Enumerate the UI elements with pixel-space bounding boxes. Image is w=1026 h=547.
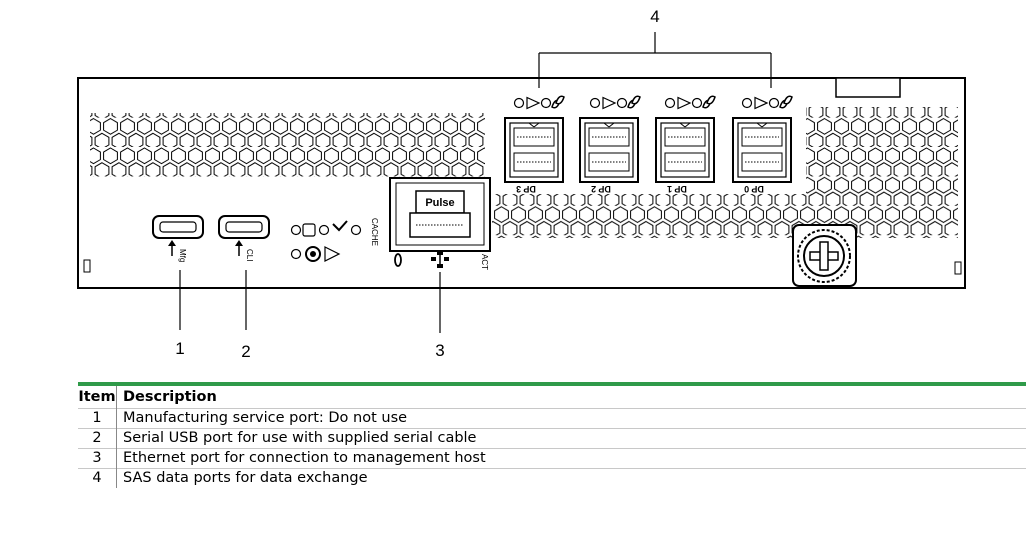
callout-2: 2 xyxy=(241,342,250,361)
cli-usb-port[interactable] xyxy=(218,215,270,239)
pulse-label: Pulse xyxy=(425,197,454,209)
row-item: 2 xyxy=(78,428,117,449)
row-description: Manufacturing service port: Do not use xyxy=(123,410,408,426)
sas-label-dp3: DP 3 xyxy=(516,184,536,194)
row-description: Ethernet port for connection to manageme… xyxy=(123,450,486,466)
table-row: 3 Ethernet port for connection to manage… xyxy=(78,448,1026,469)
vent-left xyxy=(90,113,485,177)
link-icon xyxy=(394,253,402,267)
callout-3: 3 xyxy=(435,341,444,360)
sas-label-dp1: DP 1 xyxy=(667,184,687,194)
act-label: ACT xyxy=(480,254,489,270)
table-header-row: Item Description xyxy=(78,386,1026,409)
sas-port-dp0[interactable] xyxy=(732,117,792,183)
status-leds xyxy=(290,220,362,262)
cache-label: CACHE xyxy=(370,218,379,246)
sas-port-dp1[interactable] xyxy=(655,117,715,183)
cli-label: CLI xyxy=(245,249,254,261)
controller-diagram: Mfg CLI CACHE Pulse ACT xyxy=(77,7,966,361)
sas-label-dp2: DP 2 xyxy=(591,184,611,194)
row-item: 1 xyxy=(78,408,117,429)
sas-port-dp2[interactable] xyxy=(579,117,639,183)
callout-4: 4 xyxy=(650,7,659,26)
thumbscrew xyxy=(792,224,857,287)
row-description: SAS data ports for data exchange xyxy=(123,470,368,486)
table-row: 1 Manufacturing service port: Do not use xyxy=(78,408,1026,429)
callout-1: 1 xyxy=(175,339,184,358)
usb-icon xyxy=(235,240,243,256)
header-description: Description xyxy=(123,388,217,405)
row-item: 4 xyxy=(78,468,117,488)
network-icon xyxy=(431,250,449,268)
header-item: Item xyxy=(78,386,117,409)
table-row: 2 Serial USB port for use with supplied … xyxy=(78,428,1026,449)
table-row: 4 SAS data ports for data exchange xyxy=(78,468,1026,488)
row-description: Serial USB port for use with supplied se… xyxy=(123,430,477,446)
sas-port-dp3[interactable] xyxy=(504,117,564,183)
vent-bottom-right xyxy=(492,194,958,238)
accent-rule xyxy=(78,382,1026,386)
mfg-label: Mfg xyxy=(178,249,187,262)
callout-lines xyxy=(179,32,772,333)
ethernet-port[interactable] xyxy=(389,177,491,252)
mfg-usb-port[interactable] xyxy=(152,215,204,239)
legend-table: Item Description 1 Manufacturing service… xyxy=(78,382,1026,488)
sas-label-dp0: DP 0 xyxy=(744,184,764,194)
row-item: 3 xyxy=(78,448,117,469)
item-table: Item Description 1 Manufacturing service… xyxy=(78,386,1026,488)
vent-right xyxy=(806,107,958,195)
usb-icon xyxy=(168,240,176,256)
